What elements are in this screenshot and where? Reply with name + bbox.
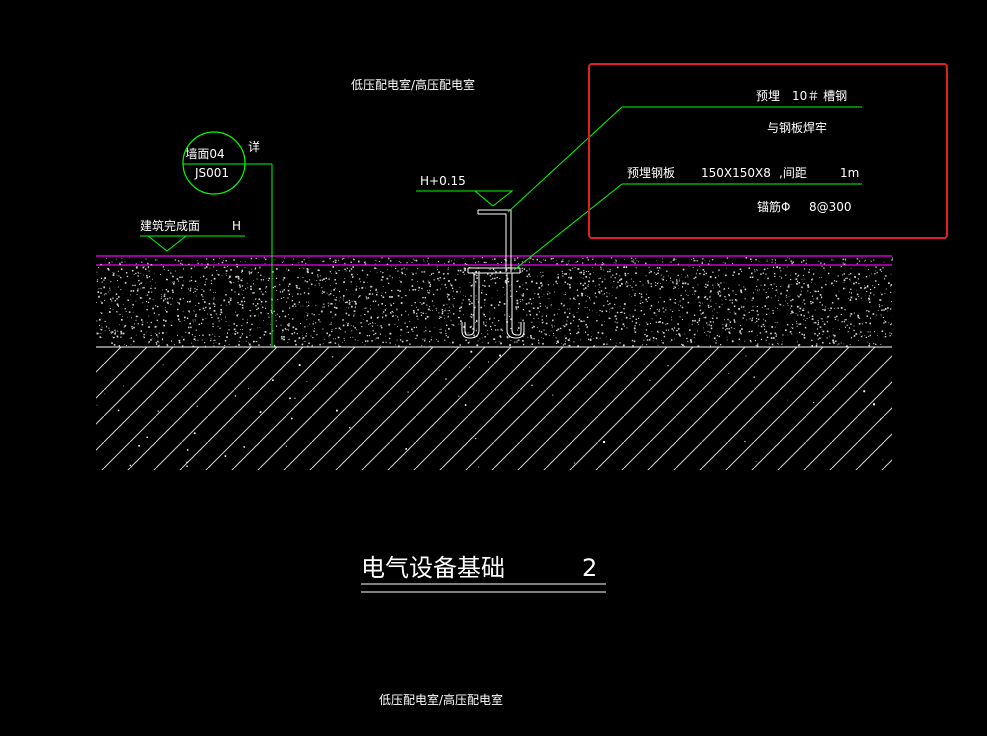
annotation-line4-prefix: 锚筋Φ [757,199,790,214]
annotation-leaders [507,106,862,271]
annotations: 预埋 10＃ 槽钢 与钢板焊牢 预埋钢板 150X150X8 ,间距 1m 锚筋… [627,89,859,214]
floor-finish-marker: 建筑完成面 H [140,218,245,252]
drawing-title-number: 2 [582,554,597,582]
annotation-line3-size: 150X150X8 [701,166,771,180]
finish-layer [96,255,894,266]
annotation-line3-spacing-label: ,间距 [779,166,807,180]
concrete-layer [96,265,892,347]
detail-bubble-bottom: JS001 [194,166,229,180]
annotation-line3-prefix: 预埋钢板 [627,166,675,180]
top-caption: 低压配电室/高压配电室 [351,77,475,92]
embedded-channel-steel [467,209,521,274]
channel-elevation-marker: H+0.15 [416,174,514,207]
annotation-line3-spacing: 1m [840,166,859,180]
annotation-line1-value: 10＃ 槽钢 [792,89,847,103]
annotation-line2: 与钢板焊牢 [767,120,827,135]
detail-bubble-top: 墙面04 [185,147,224,161]
floor-finish-elevation: H [232,219,241,233]
annotation-line4-value: 8@300 [809,200,852,214]
floor-finish-label: 建筑完成面 [140,218,200,233]
channel-elevation: H+0.15 [420,174,466,188]
soil-layer [96,347,892,470]
detail-bubble: 墙面04 JS001 详 [182,131,273,347]
drawing-title-text: 电气设备基础 [361,554,505,582]
highlight-box [588,63,948,239]
anchor-bars [461,273,525,339]
drawing-title: 电气设备基础 2 [361,554,606,593]
detail-leader-label: 详 [248,139,260,154]
bottom-caption: 低压配电室/高压配电室 [379,692,503,707]
annotation-line1-prefix: 预埋 [756,89,780,103]
